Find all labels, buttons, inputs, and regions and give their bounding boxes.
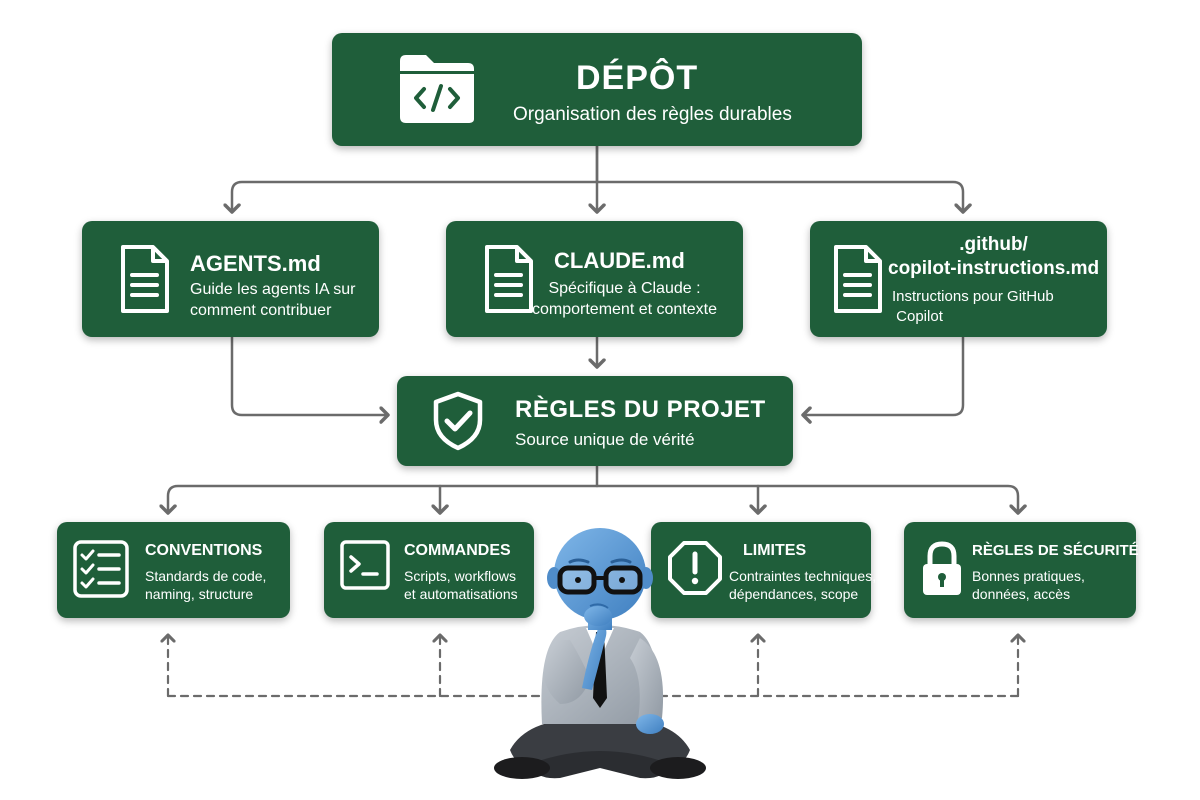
securite-title: RÈGLES DE SÉCURITÉ bbox=[972, 542, 1139, 559]
checklist-icon bbox=[73, 540, 129, 598]
project-rules-box: RÈGLES DU PROJET Source unique de vérité bbox=[397, 376, 793, 466]
project-rules-subtitle: Source unique de vérité bbox=[515, 430, 695, 449]
connector-root-agents bbox=[223, 144, 599, 214]
commandes-box: COMMANDES Scripts, workflows et automati… bbox=[324, 522, 534, 618]
connector-copilot-rules bbox=[801, 335, 965, 424]
securite-description: Bonnes pratiques, données, accès bbox=[972, 568, 1085, 603]
conventions-title: CONVENTIONS bbox=[145, 542, 263, 559]
copilot-instructions-description: Instructions pour GitHub Copilot bbox=[892, 288, 1054, 325]
terminal-icon bbox=[340, 540, 390, 590]
document-icon bbox=[483, 243, 535, 315]
commandes-description: Scripts, workflows et automatisations bbox=[404, 568, 518, 603]
claude-md-box: CLAUDE.md Spécifique à Claude : comporte… bbox=[446, 221, 743, 337]
document-icon bbox=[119, 243, 171, 315]
limites-description: Contraintes techniques, dépendances, sco… bbox=[729, 568, 877, 603]
connector-root-copilot bbox=[595, 180, 972, 214]
agents-md-description: Guide les agents IA sur comment contribu… bbox=[190, 281, 356, 319]
project-rules-title: RÈGLES DU PROJET bbox=[515, 396, 766, 423]
claude-md-title: CLAUDE.md bbox=[554, 248, 685, 273]
folder-code-icon bbox=[398, 53, 476, 125]
feedback-conventions bbox=[168, 635, 550, 698]
thinking-person-illustration bbox=[490, 528, 710, 795]
commandes-title: COMMANDES bbox=[404, 542, 511, 559]
limites-title: LIMITES bbox=[743, 542, 807, 559]
shield-check-icon bbox=[428, 390, 488, 452]
conventions-box: CONVENTIONS Standards de code, naming, s… bbox=[57, 522, 290, 618]
securite-box: RÈGLES DE SÉCURITÉ Bonnes pratiques, don… bbox=[904, 522, 1139, 618]
copilot-instructions-box: .github/ copilot-instructions.md Instruc… bbox=[810, 221, 1107, 337]
warning-octagon-icon bbox=[667, 540, 723, 596]
conventions-description: Standards de code, naming, structure bbox=[145, 568, 267, 603]
connector-agents-rules bbox=[230, 335, 390, 424]
limites-box: LIMITES Contraintes techniques, dépendan… bbox=[651, 522, 876, 618]
document-icon bbox=[832, 243, 884, 315]
copilot-instructions-title: .github/ copilot-instructions.md bbox=[888, 234, 1100, 279]
agents-md-title: AGENTS.md bbox=[190, 251, 321, 276]
connector-rules-securite bbox=[595, 484, 1027, 515]
repository-title: DÉPÔT bbox=[576, 59, 699, 97]
feedback-limites bbox=[658, 635, 1020, 698]
agents-md-box: AGENTS.md Guide les agents IA sur commen… bbox=[82, 221, 379, 337]
claude-md-description: Spécifique à Claude : comportement et co… bbox=[532, 280, 717, 318]
repository-box: DÉPÔT Organisation des règles durables bbox=[332, 33, 862, 146]
padlock-icon bbox=[920, 540, 964, 598]
repository-subtitle: Organisation des règles durables bbox=[513, 104, 792, 125]
connector-rules-conventions bbox=[159, 464, 599, 515]
